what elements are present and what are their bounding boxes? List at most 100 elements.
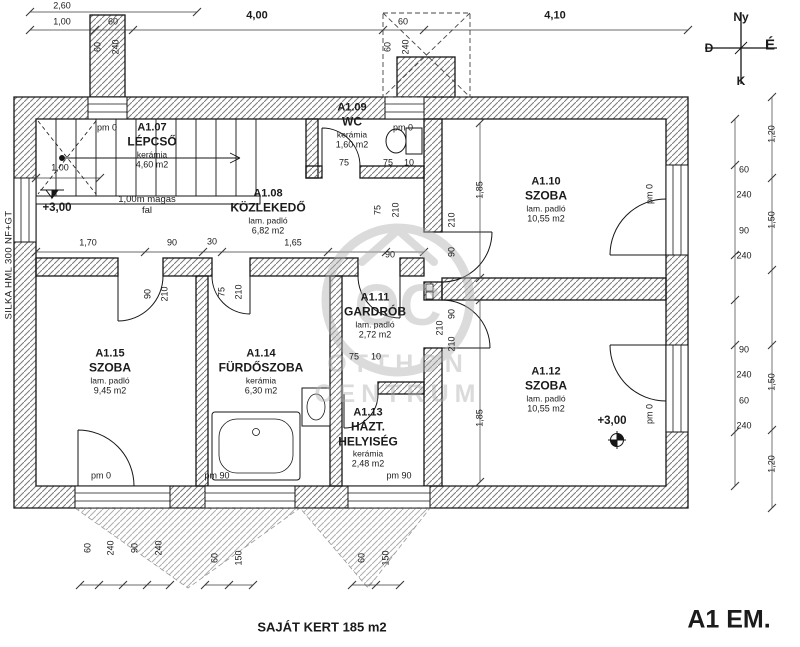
dim-label: 90 xyxy=(142,288,153,300)
room-name: SZOBA xyxy=(89,360,131,375)
dim-label: 210 xyxy=(434,320,445,336)
room-floor: lam. padló xyxy=(526,393,566,404)
dim-label: 2,60 xyxy=(53,0,71,11)
room-code: A1.14 xyxy=(246,347,276,360)
french-door-room10 xyxy=(609,198,667,256)
dim-label: pm 0 xyxy=(96,122,118,133)
shaft xyxy=(425,283,434,292)
door-utility xyxy=(343,393,379,429)
door-room12 xyxy=(441,299,491,349)
dim-label: 75 xyxy=(382,157,394,168)
dim-label: pm 90 xyxy=(386,470,412,481)
mid-wall xyxy=(35,257,119,277)
dim-label: 75 xyxy=(372,204,383,216)
bath-utility-wall xyxy=(329,275,343,487)
bedroom-bath-wall xyxy=(195,275,209,487)
watermark: OC OTTHON CENTRUM xyxy=(315,223,476,408)
door-bathroom xyxy=(211,275,251,315)
french-door-room15 xyxy=(77,429,135,487)
dim-label: 60 xyxy=(382,41,393,53)
walls xyxy=(13,14,689,509)
bathtub-inner xyxy=(218,418,294,474)
room-code: A1.12 xyxy=(531,365,561,378)
wc-bottom-wall xyxy=(359,165,425,179)
roof-outlines xyxy=(382,12,471,98)
toilet-bowl xyxy=(385,128,407,154)
dim-label: 240 xyxy=(736,250,752,261)
watermark-monogram: OC xyxy=(355,273,442,338)
compass-label-top: Ny xyxy=(733,10,749,24)
fixtures xyxy=(211,127,434,481)
dim-label: 30 xyxy=(206,236,218,247)
door-wc xyxy=(321,127,361,167)
dim-label: 60 xyxy=(107,16,119,27)
mid-wall xyxy=(249,257,359,277)
watermark-line1: OTTHON xyxy=(327,350,469,378)
chimney-left xyxy=(89,14,126,98)
roof-window-diagonals xyxy=(382,12,471,98)
room-label-a1-13: A1.13 HÁZT. HELYISÉG kerámia 2,48 m2 xyxy=(333,407,403,470)
dim-label: 210 xyxy=(390,202,401,218)
dim-label: 60 xyxy=(92,41,103,53)
french-door-room12 xyxy=(609,344,667,402)
dim-label: pm 0 xyxy=(90,470,112,481)
dim-label: 90 xyxy=(446,246,457,258)
room-code: A1.11 xyxy=(360,291,390,304)
room-area: 10,55 m2 xyxy=(527,403,565,414)
watermark-roof xyxy=(358,224,438,266)
room-name: WC xyxy=(342,114,362,129)
dim-label: 1,65 xyxy=(284,237,302,248)
dim-label: 210 xyxy=(233,284,244,300)
dim-label: 240 xyxy=(105,540,116,556)
dim-label: 1,20 xyxy=(766,125,777,143)
wall-material-note: SILKA HML 300 NF+GT xyxy=(3,210,15,320)
room-area: 4,60 m2 xyxy=(135,159,169,170)
page-title: A1 EM. xyxy=(687,605,771,634)
door-room15 xyxy=(117,275,164,322)
room-name: GARDRÓB xyxy=(344,304,406,319)
chimney-center xyxy=(396,56,456,98)
window-staircase-left xyxy=(13,177,37,243)
dim-label: 1,50 xyxy=(766,211,777,229)
shaft xyxy=(425,291,434,300)
room-name: LÉPCSŐ xyxy=(127,134,177,149)
wc-bottom-wall xyxy=(305,165,323,179)
center-right-wall xyxy=(423,347,443,487)
bathtub xyxy=(211,411,301,481)
room-label-a1-12: A1.12 SZOBA lam. padló 10,55 m2 xyxy=(525,366,567,415)
door-room10 xyxy=(441,231,493,283)
dim-label: 60 xyxy=(209,552,220,564)
dim-label: 75 xyxy=(338,157,350,168)
dim-label: 75 xyxy=(348,351,360,362)
wardrobe-utility-wall xyxy=(377,381,425,395)
stair-walk-line xyxy=(62,152,241,164)
garden-note: SAJÁT KERT 185 m2 xyxy=(257,619,387,635)
dim-label: pm 90 xyxy=(204,470,230,481)
dimension-lines xyxy=(25,7,777,590)
room-floor: kerámia xyxy=(336,129,368,140)
dim-label: 4,10 xyxy=(544,9,566,22)
dim-label: 90 xyxy=(384,249,396,260)
window-room10-right xyxy=(665,164,689,256)
windows xyxy=(13,96,689,509)
compass-tick xyxy=(734,41,748,55)
stair-treads xyxy=(55,119,257,196)
room-area: 6,82 m2 xyxy=(251,225,285,236)
room-floor: kerámia xyxy=(352,448,384,459)
dim-label: 90 xyxy=(129,542,140,554)
stair-break-lines xyxy=(37,120,97,195)
dim-label: 90 xyxy=(446,308,457,320)
doors xyxy=(77,127,667,487)
window-frames xyxy=(20,103,682,502)
room-label-a1-07: A1.07 LÉPCSŐ kerámia 4,60 m2 xyxy=(127,122,176,171)
roof-window-outline xyxy=(382,12,471,98)
dim-label: 1,00 xyxy=(53,16,71,27)
room-area: 10,55 m2 xyxy=(527,213,565,224)
room-name: HÁZT. HELYISÉG xyxy=(338,419,398,449)
dim-label: 10 xyxy=(370,351,382,362)
compass-label-bottom: K xyxy=(736,74,746,88)
level-label-right: +3,00 xyxy=(597,415,627,427)
dim-label: 240 xyxy=(736,189,752,200)
